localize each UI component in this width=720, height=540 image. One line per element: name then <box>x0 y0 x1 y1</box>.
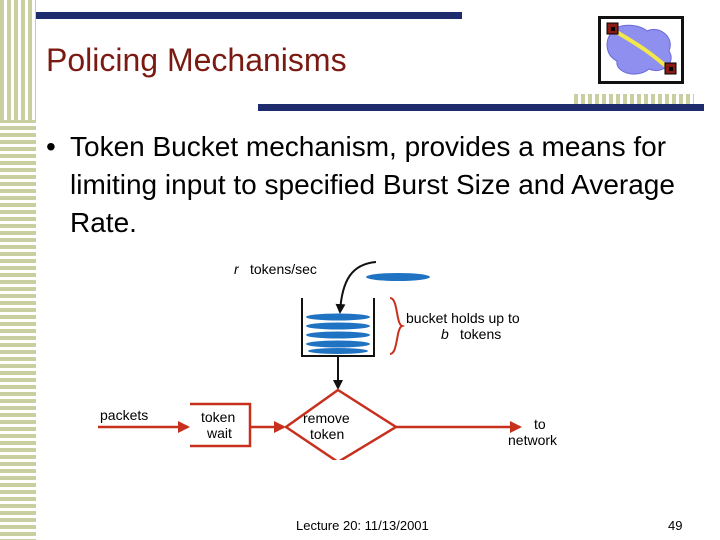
bucket-capacity-brace <box>389 297 406 355</box>
remove-token-label-line1: remove <box>303 410 350 426</box>
token-wait-label-line1: token <box>201 409 235 425</box>
token-bucket-diagram: r tokens/sec bucket holds up to b tokens… <box>98 261 558 460</box>
bullet-text: Token Bucket mechanism, provides a means… <box>70 131 675 238</box>
rate-variable-label: r <box>234 261 240 277</box>
packets-label: packets <box>100 407 148 423</box>
mid-decorative-bar <box>258 104 704 111</box>
bullet-point: • Token Bucket mechanism, provides a mea… <box>46 128 686 242</box>
token-wait-queue <box>190 402 252 448</box>
bucket-token <box>306 322 370 330</box>
left-top-decorative-stripe <box>0 0 36 120</box>
bucket-token <box>306 313 370 321</box>
bucket-capacity-label: bucket holds up to <box>406 310 520 326</box>
remove-token-decision <box>283 388 399 460</box>
bucket-capacity-unit: tokens <box>460 326 501 342</box>
network-logo-icon <box>598 16 684 84</box>
bucket-token <box>306 340 370 348</box>
bullet-marker: • <box>46 131 56 162</box>
incoming-token <box>366 273 430 281</box>
page-number: 49 <box>668 518 683 533</box>
network-label-line2: network <box>508 432 558 448</box>
bucket-token <box>308 348 368 354</box>
slide-footer: Lecture 20: 11/13/2001 <box>296 518 429 533</box>
slide-title: Policing Mechanisms <box>46 42 347 78</box>
rate-label: tokens/sec <box>250 261 317 277</box>
network-label-line1: to <box>534 416 546 432</box>
top-decorative-bar <box>36 12 462 19</box>
mid-decorative-stripe <box>574 94 694 104</box>
remove-token-label-line2: token <box>310 426 344 442</box>
token-wait-label-line2: wait <box>206 425 232 441</box>
bucket-capacity-variable: b <box>441 326 449 342</box>
token-arrival-arrow <box>335 261 377 314</box>
bucket-token <box>306 331 370 339</box>
